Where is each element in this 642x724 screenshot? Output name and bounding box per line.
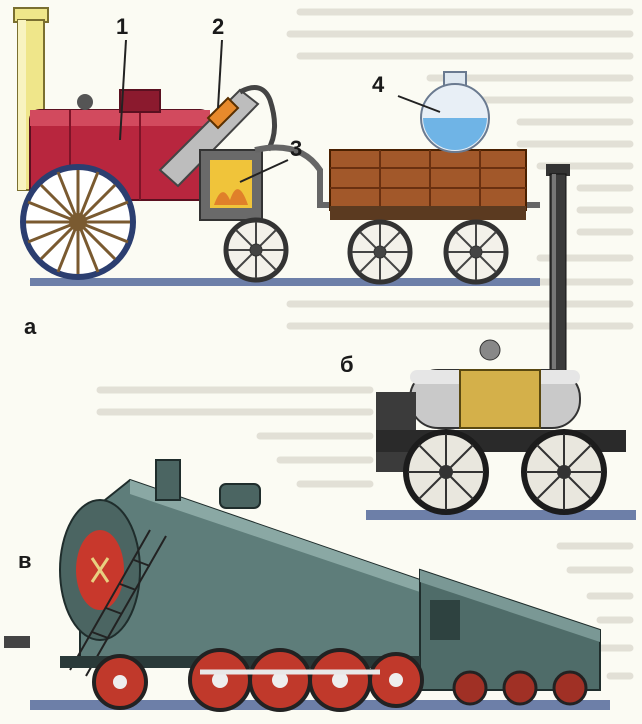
rail-c: [30, 700, 610, 710]
driving-wheel-a: [20, 164, 136, 280]
callout-2: 2: [212, 14, 225, 39]
small-wheels-a: [223, 217, 509, 285]
locomotive-a-illustration: [13, 7, 540, 286]
panel-label-c: в: [18, 548, 32, 573]
locomotive-b-illustration: [366, 164, 636, 520]
wheels-c: [92, 648, 588, 712]
rail-b: [366, 510, 636, 520]
boiler-c: [59, 459, 421, 661]
tender-c: [419, 568, 601, 691]
callout-3: 3: [290, 136, 303, 161]
buffer-c: [4, 636, 30, 648]
locomotive-c-illustration: [4, 459, 610, 712]
callout-1: 1: [116, 14, 129, 39]
firebox-a: [199, 149, 263, 221]
rail-a: [30, 278, 540, 286]
tender-a: [329, 149, 527, 220]
callout-4: 4: [372, 72, 385, 97]
wheels-b: [403, 429, 607, 515]
chimney-b: [546, 164, 570, 375]
cylinder-a: [158, 85, 277, 188]
panel-label-a: а: [24, 314, 37, 339]
callout-leaders: [119, 39, 441, 183]
panel-label-b: б: [340, 352, 354, 377]
water-flask-a: [420, 71, 490, 153]
